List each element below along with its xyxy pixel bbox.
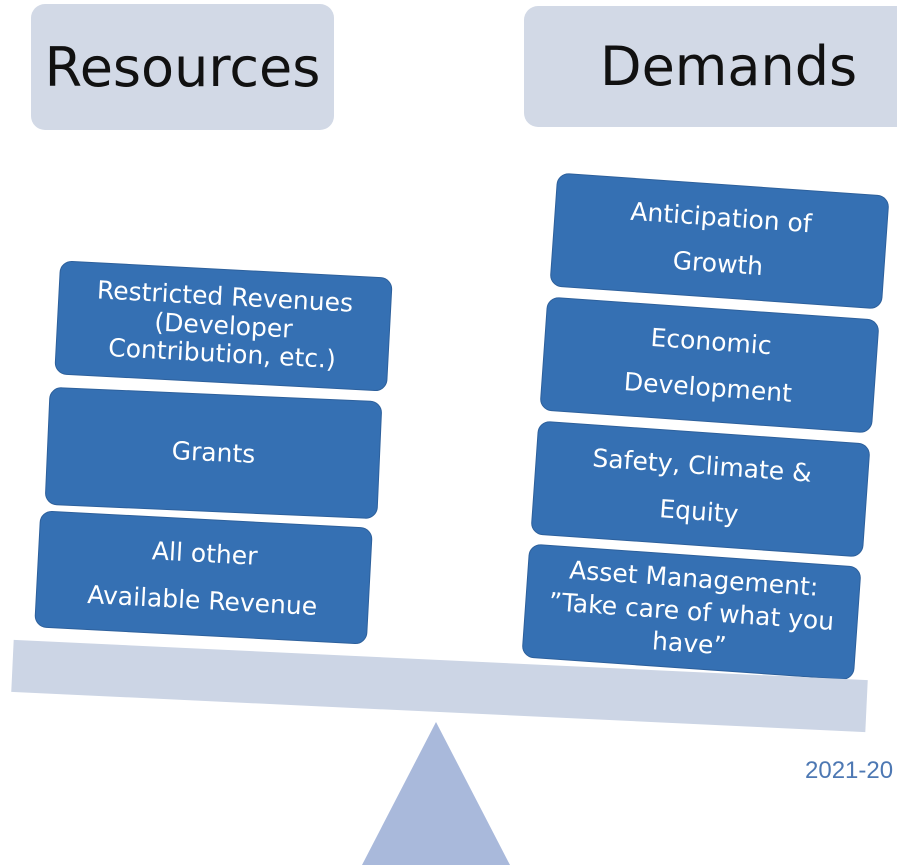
resources-header-label: Resources — [44, 35, 321, 99]
fulcrum-shape — [362, 722, 510, 865]
demands-header: Demands — [524, 6, 897, 127]
demands-header-label: Demands — [600, 35, 858, 98]
footer-year-text: 2021-20 — [805, 757, 894, 784]
resources-header: Resources — [31, 4, 334, 130]
